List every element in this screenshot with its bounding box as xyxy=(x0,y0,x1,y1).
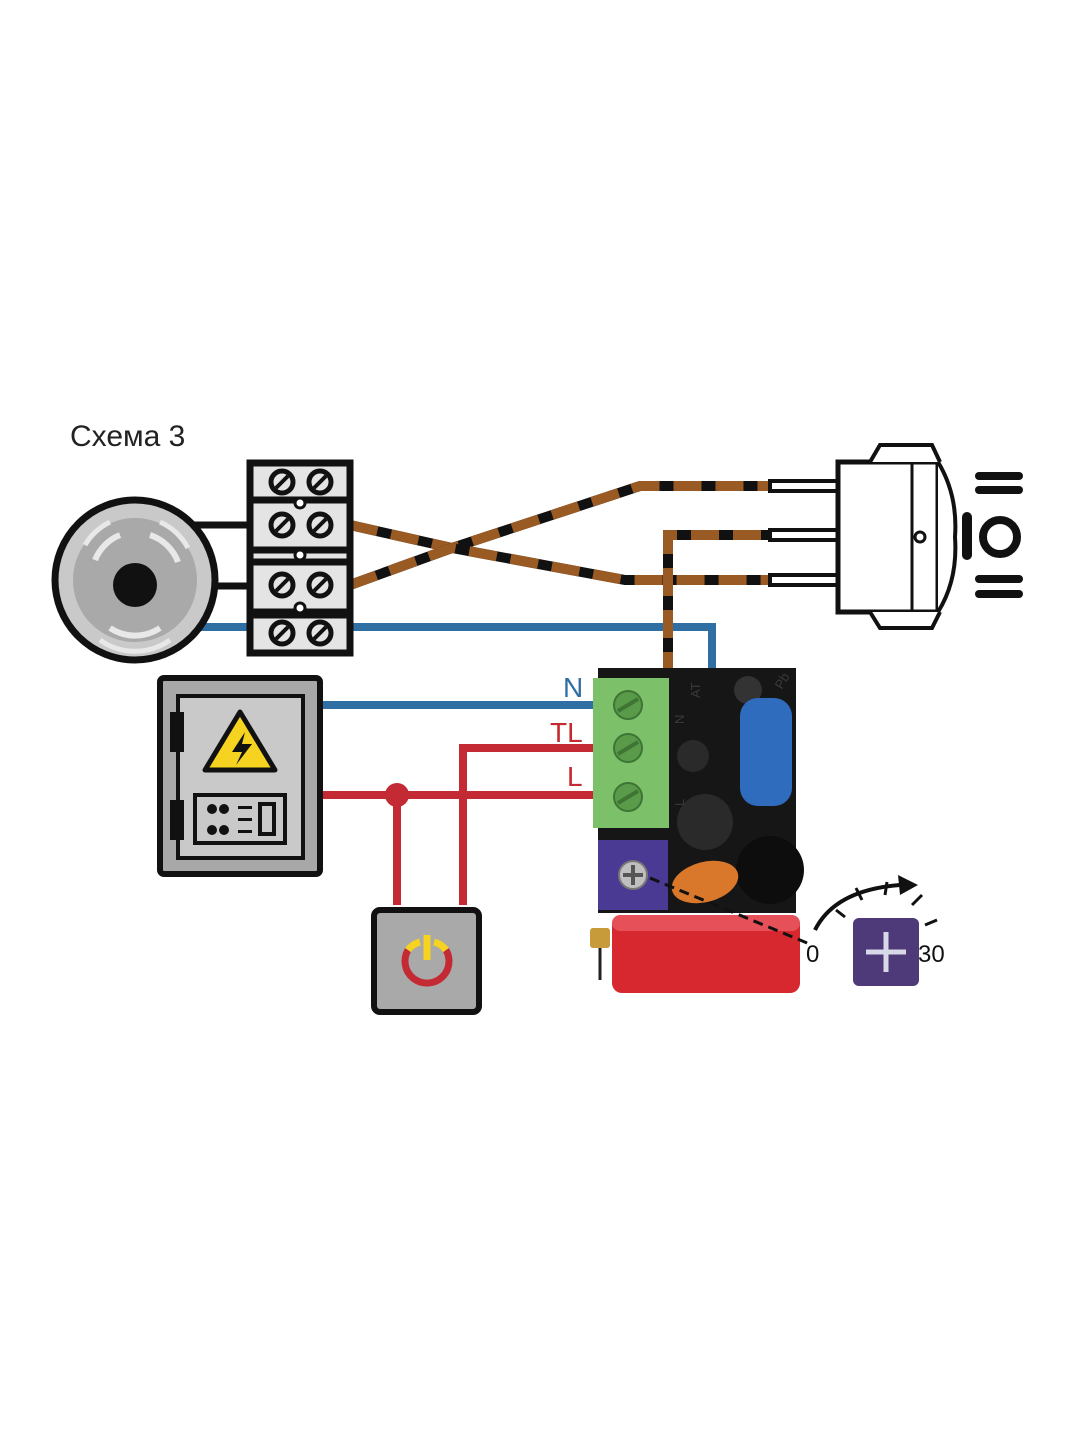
scale-min: 0 xyxy=(806,941,819,968)
red-film-capacitor xyxy=(612,915,800,993)
label-l: L xyxy=(567,761,583,792)
pcb-marking-pb: Pb xyxy=(772,670,793,691)
pcb-component xyxy=(677,740,709,772)
rocker-switch-icon xyxy=(768,443,1023,630)
timer-adjust: 0 30 xyxy=(806,875,945,986)
electrical-panel-icon xyxy=(157,675,323,877)
pcb-marking-l: L xyxy=(672,799,687,806)
timer-module: AT Pb N L xyxy=(590,668,813,993)
live-wire-junction xyxy=(385,783,409,807)
tl-wire xyxy=(459,744,595,905)
terminal-strip-icon xyxy=(246,459,354,657)
pcb-marking-n: N xyxy=(672,715,687,724)
switch-symbols xyxy=(962,472,1023,598)
pcb-component xyxy=(677,794,733,850)
label-tl: TL xyxy=(550,717,583,748)
scale-max: 30 xyxy=(918,941,945,968)
crossing-wires xyxy=(348,481,770,680)
high-voltage-warning-icon xyxy=(202,709,278,773)
diagram-title: Схема 3 xyxy=(70,420,186,453)
pcb-marking-at: AT xyxy=(688,682,703,698)
exhaust-fan-icon xyxy=(51,496,219,664)
label-n: N xyxy=(563,672,583,703)
power-button-icon xyxy=(371,907,482,1015)
pcb-component xyxy=(734,676,762,704)
pcb-component xyxy=(736,836,804,904)
terminal-block xyxy=(593,678,669,828)
blue-capacitor xyxy=(740,698,792,806)
neutral-wire-fan xyxy=(200,623,716,680)
